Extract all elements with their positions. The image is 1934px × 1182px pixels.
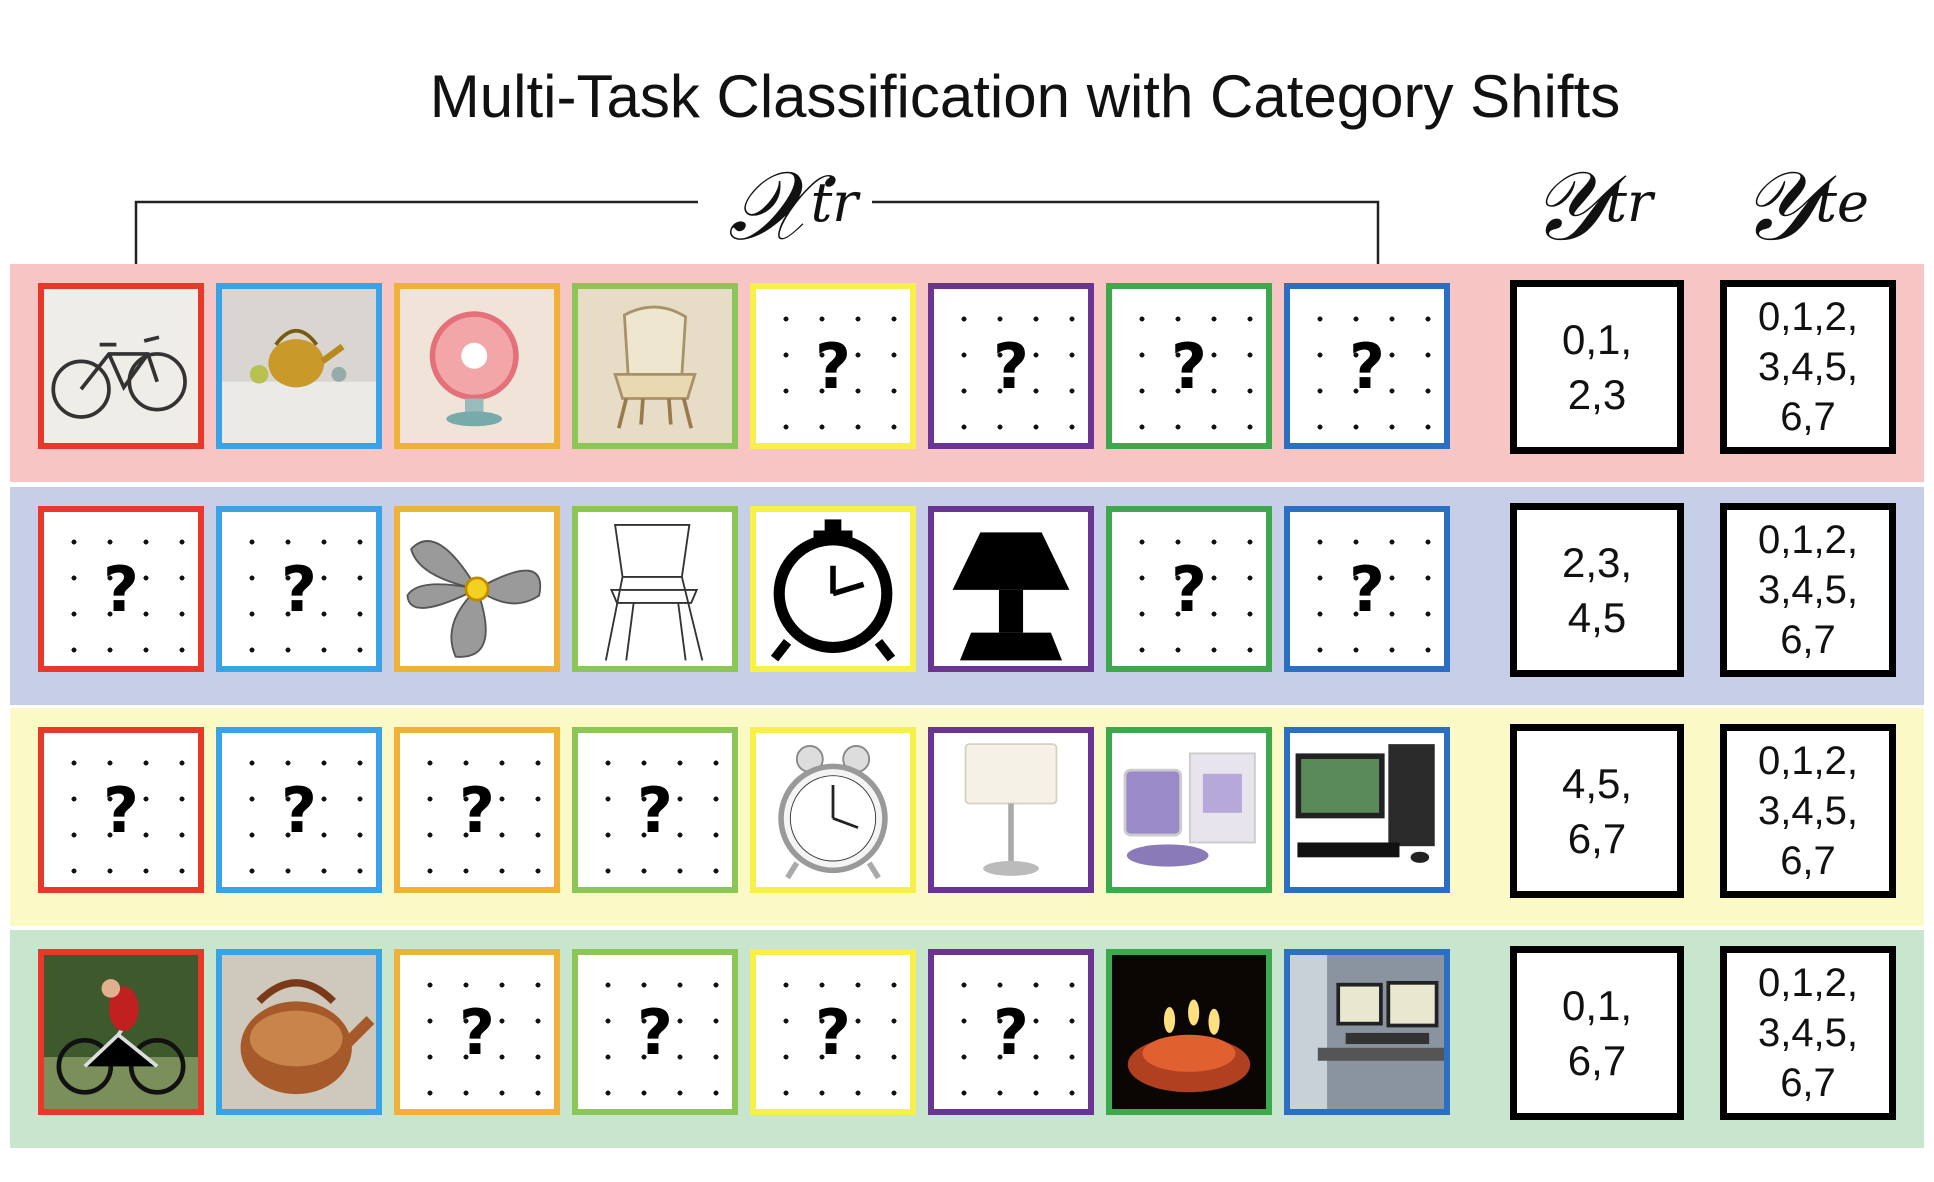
diagram-title: Multi-Task Classification with Category … [429,63,1621,130]
alarm-clock-product-icon [750,727,916,893]
unknown-mark: ? [459,773,495,847]
fan-clipart-icon [394,506,560,672]
fan-painting-icon [394,283,560,449]
lamp-product-icon [928,727,1094,893]
y-train-label-set: 2,3, 4,5 [1510,503,1684,677]
unknown-mark: ? [281,773,317,847]
candle-product-icon [1106,727,1272,893]
unknown-mark: ? [637,995,673,1069]
chair-painting-icon [572,283,738,449]
unknown-mark: ? [637,773,673,847]
unknown-sample-tile: ? [572,727,738,893]
unknown-sample-tile: ? [572,949,738,1115]
y-train-label-set: 0,1, 6,7 [1510,946,1684,1120]
y-test-label-set: 0,1,2, 3,4,5, 6,7 [1720,503,1896,677]
unknown-sample-tile: ? [1284,506,1450,672]
y-train-label-set: 0,1, 2,3 [1510,280,1684,454]
y-test-label-set: 0,1,2, 3,4,5, 6,7 [1720,724,1896,898]
computer-product-icon [1284,727,1450,893]
unknown-sample-tile: ? [1284,283,1450,449]
x-train-header: 𝒳tr [728,150,859,262]
unknown-sample-tile: ? [216,727,382,893]
unknown-sample-tile: ? [216,506,382,672]
x-bracket [134,200,1380,289]
unknown-sample-tile: ? [1106,283,1272,449]
y-test-header: 𝒴te [1740,150,1869,262]
unknown-sample-tile: ? [928,949,1094,1115]
unknown-sample-tile: ? [394,727,560,893]
unknown-mark: ? [1349,552,1385,626]
unknown-mark: ? [281,552,317,626]
unknown-mark: ? [1349,329,1385,403]
chair-clipart-icon [572,506,738,672]
unknown-mark: ? [103,552,139,626]
alarm-clock-clipart-icon [750,506,916,672]
unknown-mark: ? [1171,552,1207,626]
unknown-sample-tile: ? [928,283,1094,449]
computer-photo-icon [1284,949,1450,1115]
candle-photo-icon [1106,949,1272,1115]
unknown-sample-tile: ? [38,727,204,893]
kettle-painting-icon [216,283,382,449]
unknown-mark: ? [103,773,139,847]
y-test-label-set: 0,1,2, 3,4,5, 6,7 [1720,280,1896,454]
lamp-clipart-icon [928,506,1094,672]
unknown-mark: ? [1171,329,1207,403]
bicycle-sketch-icon [38,283,204,449]
unknown-sample-tile: ? [750,949,916,1115]
y-train-label-set: 4,5, 6,7 [1510,724,1684,898]
y-test-label-set: 0,1,2, 3,4,5, 6,7 [1720,946,1896,1120]
bicycle-photo-icon [38,949,204,1115]
unknown-mark: ? [993,329,1029,403]
unknown-sample-tile: ? [750,283,916,449]
y-train-header: 𝒴tr [1530,150,1653,262]
unknown-sample-tile: ? [1106,506,1272,672]
kettle-photo-icon [216,949,382,1115]
unknown-sample-tile: ? [394,949,560,1115]
unknown-mark: ? [993,995,1029,1069]
unknown-mark: ? [815,995,851,1069]
unknown-mark: ? [815,329,851,403]
unknown-mark: ? [459,995,495,1069]
unknown-sample-tile: ? [38,506,204,672]
